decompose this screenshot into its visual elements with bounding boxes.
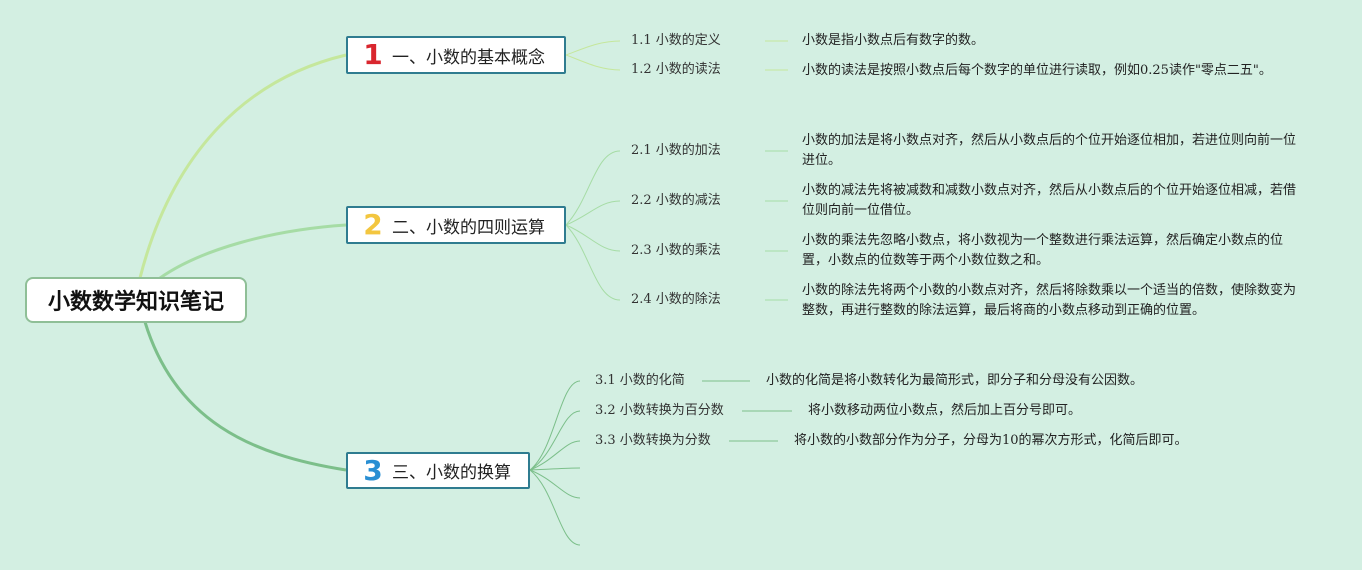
subtopic-2-4[interactable]: 2.4 小数的除法 <box>631 292 721 307</box>
connector-root-topic1 <box>138 53 347 279</box>
topic-2-title: 二、小数的四则运算 <box>392 217 545 238</box>
topic-3-number: 3 <box>363 453 383 487</box>
desc-2-3[interactable]: 小数的乘法先忽略小数点，将小数视为一个整数进行乘法运算，然后确定小数点的位置，小… <box>802 233 1284 268</box>
connector-root-topic3 <box>143 321 347 472</box>
connector-t1-s2 <box>565 54 621 71</box>
topic-1-number: 1 <box>363 38 383 71</box>
desc-2-2[interactable]: 小数的减法先将被减数和减数小数点对齐，然后从小数点后的个位开始逐位相减，若借位则… <box>802 183 1297 218</box>
topic-2-number: 2 <box>363 208 383 241</box>
desc-3-1[interactable]: 小数的化简是将小数转化为最简形式，即分子和分母没有公因数。 <box>766 373 1144 388</box>
subtopic-3-3[interactable]: 3.3 小数转换为分数 <box>595 433 711 448</box>
subtopic-2-3[interactable]: 2.3 小数的乘法 <box>631 243 721 258</box>
connector-t1-s1 <box>565 40 621 56</box>
connector-t2-s2 <box>565 200 621 226</box>
root-title: 小数数学知识笔记 <box>47 290 224 315</box>
topic-1-title: 一、小数的基本概念 <box>392 47 545 68</box>
connector-t2-s1 <box>565 150 621 226</box>
desc-2-4[interactable]: 小数的除法先将两个小数的小数点对齐，然后将除数乘以一个适当的倍数，使除数变为整数… <box>802 283 1297 318</box>
desc-3-3[interactable]: 将小数的小数部分作为分子，分母为10的幂次方形式，化简后即可。 <box>794 433 1188 448</box>
subtopic-1-2[interactable]: 1.2 小数的读法 <box>631 62 721 77</box>
desc-2-1[interactable]: 小数的加法是将小数点对齐，然后从小数点后的个位开始逐位相加，若进位则向前一位进位… <box>802 133 1297 168</box>
connector-root-topic2 <box>159 223 347 280</box>
connector-t3-empty2 <box>529 469 581 499</box>
topic-3-node[interactable]: 3 三、小数的换算 <box>346 452 530 489</box>
connector-t3-s3 <box>529 440 581 471</box>
desc-1-2[interactable]: 小数的读法是按照小数点后每个数字的单位进行读取，例如0.25读作"零点二五"。 <box>802 63 1272 78</box>
topic-1-node[interactable]: 1 一、小数的基本概念 <box>346 36 566 74</box>
subtopic-2-2[interactable]: 2.2 小数的减法 <box>631 193 721 208</box>
topic-2-node[interactable]: 2 二、小数的四则运算 <box>346 206 566 244</box>
connector-t2-s4 <box>565 224 621 301</box>
connector-t2-s3 <box>565 224 621 252</box>
subtopic-2-1[interactable]: 2.1 小数的加法 <box>631 143 721 158</box>
desc-1-1[interactable]: 小数是指小数点后有数字的数。 <box>802 33 985 48</box>
connector-t3-s2 <box>529 410 581 471</box>
connector-t3-empty1 <box>529 467 581 471</box>
connector-t3-s1 <box>529 380 581 471</box>
subtopic-3-2[interactable]: 3.2 小数转换为百分数 <box>595 403 724 418</box>
root-node[interactable]: 小数数学知识笔记 <box>25 277 247 323</box>
subtopic-1-1[interactable]: 1.1 小数的定义 <box>631 33 721 48</box>
topic-3-title: 三、小数的换算 <box>392 463 511 483</box>
subtopic-3-1[interactable]: 3.1 小数的化简 <box>595 373 685 388</box>
desc-3-2[interactable]: 将小数移动两位小数点，然后加上百分号即可。 <box>808 403 1082 418</box>
connector-t3-empty3 <box>529 469 581 546</box>
